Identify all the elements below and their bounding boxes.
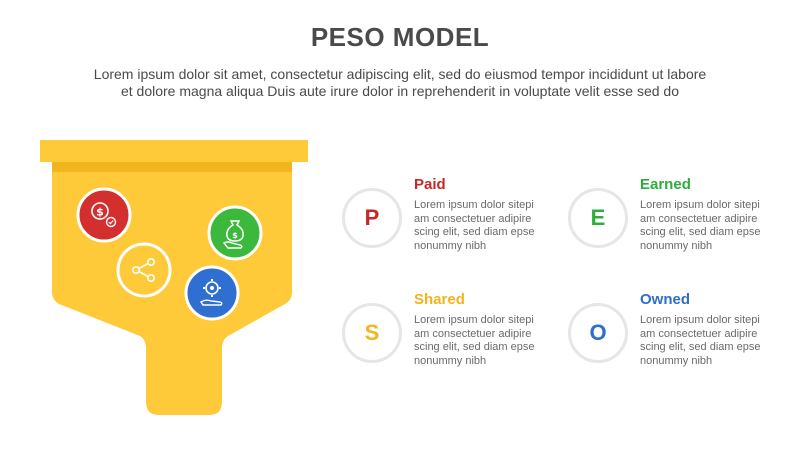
gear-hand-icon [184, 265, 240, 321]
share-icon [116, 242, 172, 298]
item-description-paid: Lorem ipsum dolor sitepi am consectetuer… [414, 199, 544, 253]
letter-owned: O [589, 320, 607, 345]
description-line: scing elit, sed diam epse [414, 341, 535, 353]
item-description-owned: Lorem ipsum dolor sitepi am consectetuer… [640, 314, 770, 368]
item-title-owned: Owned [640, 291, 691, 308]
letter-earned: E [590, 205, 606, 230]
description-line: nonummy nibh [414, 354, 487, 367]
item-description-shared: Lorem ipsum dolor sitepi am consectetuer… [414, 314, 544, 368]
description-line: am consectetuer adipire [414, 212, 532, 225]
description-line: Lorem ipsum dolor sitepi [640, 314, 760, 326]
description-line: am consectetuer adipire [414, 327, 532, 340]
item-title-shared: Shared [414, 291, 465, 308]
letter-paid: P [364, 205, 380, 230]
peso-item-owned: O Owned Lorem ipsum dolor sitepi am cons… [568, 291, 788, 383]
letter-shared: S [364, 320, 380, 345]
page-title: PESO MODEL [310, 22, 490, 52]
description-line: nonummy nibh [640, 239, 713, 252]
money-bag-hand-icon: $ [207, 205, 263, 261]
funnel-rim-shadow [52, 162, 292, 172]
letter-circle-earned: E [568, 188, 628, 248]
svg-text:$: $ [232, 231, 238, 240]
description-line: am consectetuer adipire [640, 212, 758, 225]
description-line: Lorem ipsum dolor sitepi [414, 314, 534, 326]
peso-item-earned: E Earned Lorem ipsum dolor sitepi am con… [568, 176, 788, 268]
subtitle-line-1: Lorem ipsum dolor sit amet, consectetur … [93, 66, 707, 82]
description-line: am consectetuer adipire [640, 327, 758, 340]
page-subtitle: Lorem ipsum dolor sit amet, consectetur … [20, 66, 780, 100]
item-description-earned: Lorem ipsum dolor sitepi am consectetuer… [640, 199, 770, 253]
item-title-earned: Earned [640, 176, 691, 193]
description-line: nonummy nibh [640, 354, 713, 367]
description-line: nonummy nibh [414, 239, 487, 252]
letter-circle-owned: O [568, 303, 628, 363]
funnel-rim [40, 140, 308, 162]
description-line: Lorem ipsum dolor sitepi [640, 199, 760, 211]
letter-circle-paid: P [342, 188, 402, 248]
subtitle-line-2: et dolore magna aliqua Duis aute irure d… [120, 83, 679, 99]
peso-item-shared: S Shared Lorem ipsum dolor sitepi am con… [342, 291, 562, 383]
letter-circle-shared: S [342, 303, 402, 363]
description-line: scing elit, sed diam epse [640, 226, 761, 238]
description-line: scing elit, sed diam epse [640, 341, 761, 353]
money-hand-icon: $ [76, 187, 132, 243]
description-line: scing elit, sed diam epse [414, 226, 535, 238]
description-line: Lorem ipsum dolor sitepi [414, 199, 534, 211]
svg-text:$: $ [96, 206, 104, 219]
peso-item-paid: P Paid Lorem ipsum dolor sitepi am conse… [342, 176, 562, 268]
item-title-paid: Paid [414, 176, 446, 193]
